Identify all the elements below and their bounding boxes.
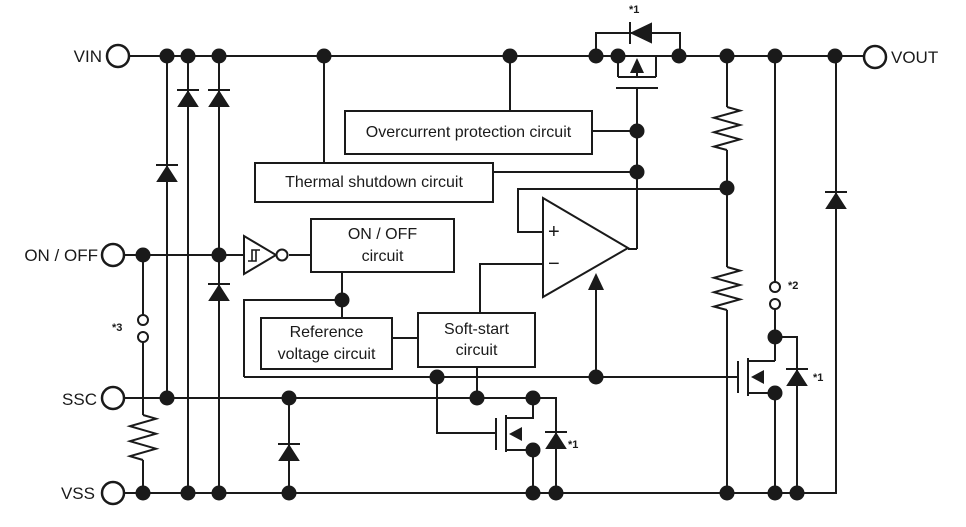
pmos-structure [616, 56, 658, 89]
diode-icon-vin-clamp-b [208, 89, 230, 107]
switch3-contact-icon [137, 314, 149, 326]
vout-terminal-icon [862, 44, 888, 70]
block-label-line: Soft-start [444, 320, 509, 338]
ssc-terminal-icon [100, 385, 126, 411]
switch-icons [137, 281, 781, 343]
bias-arrowhead-icon [588, 273, 604, 290]
note-3-switch: *3 [112, 322, 123, 334]
switch3-contact-icon [137, 331, 149, 343]
block-onoff-circuit: ON / OFF circuit [310, 218, 455, 273]
vin-terminal-icon [105, 43, 131, 69]
wire-feedback-divider [710, 56, 744, 493]
vss-terminal-icon [100, 480, 126, 506]
center-nmos-arrow-icon [509, 427, 522, 441]
center-nmos-bars [495, 415, 507, 452]
wire-right-diode [775, 336, 798, 493]
pin-label-onoff: ON / OFF [24, 246, 98, 265]
diode-icon-pass-reverse [629, 22, 652, 44]
wire-switch3-resistor [126, 255, 160, 493]
diode-icon-onoff-clamp [208, 283, 230, 301]
wire-minus-input [479, 263, 544, 312]
note-1-center-diode: *1 [568, 439, 579, 451]
comparator-minus-sign: − [548, 253, 560, 275]
junction-dots [135, 48, 843, 501]
mosfet-arrows [509, 58, 764, 441]
pin-terminals [100, 43, 888, 506]
note-1-right-diode: *1 [813, 372, 824, 384]
block-label-line: circuit [361, 247, 404, 265]
note-1-pass-diode: *1 [629, 4, 640, 16]
diode-icon-vin-clamp-c [156, 164, 178, 182]
wire-switch2-nmos [748, 56, 776, 493]
pin-label-ssc: SSC [62, 390, 97, 409]
pin-label-vout: VOUT [891, 48, 939, 67]
comparator-plus-sign: + [548, 221, 560, 243]
diode-icon-vout-vss [825, 191, 847, 209]
block-label-line: voltage circuit [277, 345, 376, 363]
diode-icon-vin-clamp-a [177, 89, 199, 107]
note-2-switch: *2 [788, 280, 799, 292]
diode-icon-center-body [545, 431, 567, 449]
switch2-contact-icon [769, 281, 781, 293]
block-label-line: circuit [455, 342, 498, 359]
wire-plus-input [517, 188, 727, 233]
block-soft-start: Soft-start circuit [417, 312, 536, 368]
right-nmos-arrow-icon [751, 370, 764, 384]
block-reference-voltage: Reference voltage circuit [260, 317, 393, 370]
diode-icon-ssc-clamp [278, 443, 300, 461]
block-label-line: ON / OFF [347, 226, 418, 244]
block-label: Overcurrent protection circuit [365, 123, 572, 141]
comparator-icon [542, 196, 630, 299]
block-label-line: Reference [289, 324, 364, 342]
block-thermal-shutdown: Thermal shutdown circuit [254, 162, 494, 203]
switch2-contact-icon [769, 298, 781, 310]
onoff-terminal-icon [100, 242, 126, 268]
pin-label-vin: VIN [73, 47, 102, 66]
wire-ssc-rail [124, 397, 557, 493]
pin-label-vss: VSS [60, 484, 95, 503]
block-label: Thermal shutdown circuit [285, 173, 463, 191]
block-overcurrent-protection: Overcurrent protection circuit [344, 110, 593, 155]
wires [124, 32, 864, 494]
diode-icons [156, 22, 847, 461]
right-nmos-bars [737, 358, 749, 396]
diode-icon-right-body [786, 368, 808, 386]
schmitt-inverter-icon [243, 234, 289, 276]
pmos-body-arrow-icon [630, 58, 644, 73]
